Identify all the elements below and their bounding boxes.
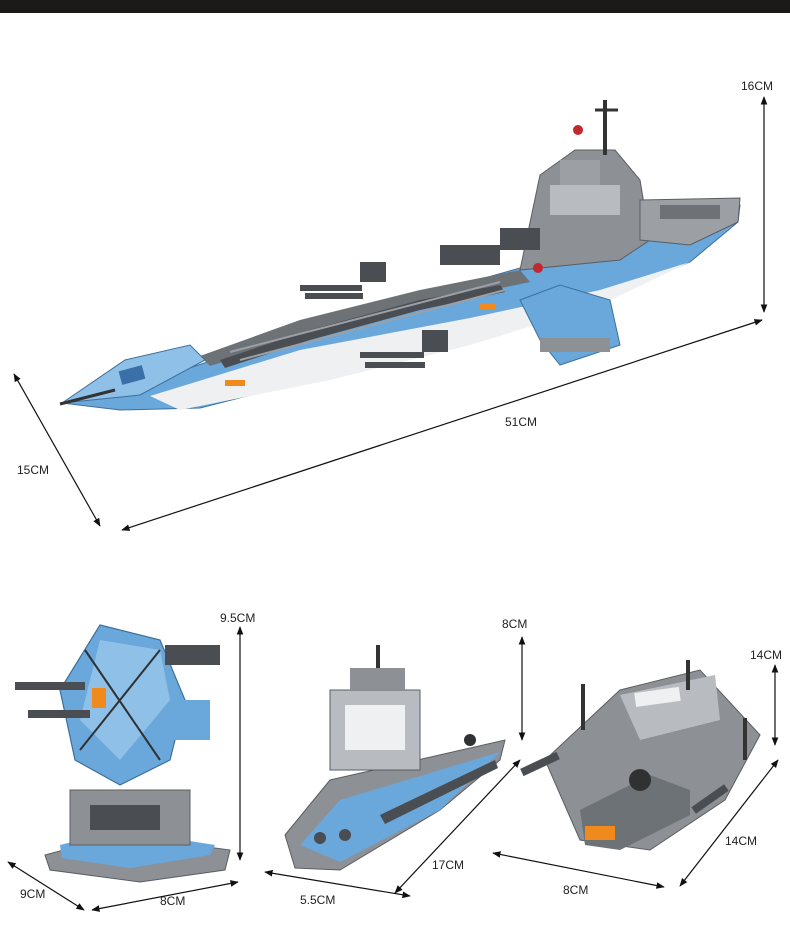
boat-height-label: 14CM [750,648,783,662]
main-width-label: 15CM [17,463,50,477]
speedboat-model [520,660,761,851]
main-length-arrow [121,319,763,531]
carrier-height-label: 8CM [502,617,528,631]
top-dark-bar [0,0,790,13]
main-length-label: 51CM [505,415,538,429]
boat-width-label: 8CM [563,883,589,897]
main-width-arrow [13,373,101,527]
carrier-width-label: 5.5CM [300,893,336,907]
turret-depth-label: 9CM [20,887,46,901]
turret-model [15,624,231,883]
main-battleship-model [59,100,741,411]
boat-length-label: 14CM [725,834,758,848]
turret-width-label: 8CM [160,894,186,908]
main-height-label: 16CM [741,79,774,93]
carrier-model [284,645,506,871]
turret-height-label: 9.5CM [220,611,256,625]
carrier-length-label: 17CM [432,858,465,872]
